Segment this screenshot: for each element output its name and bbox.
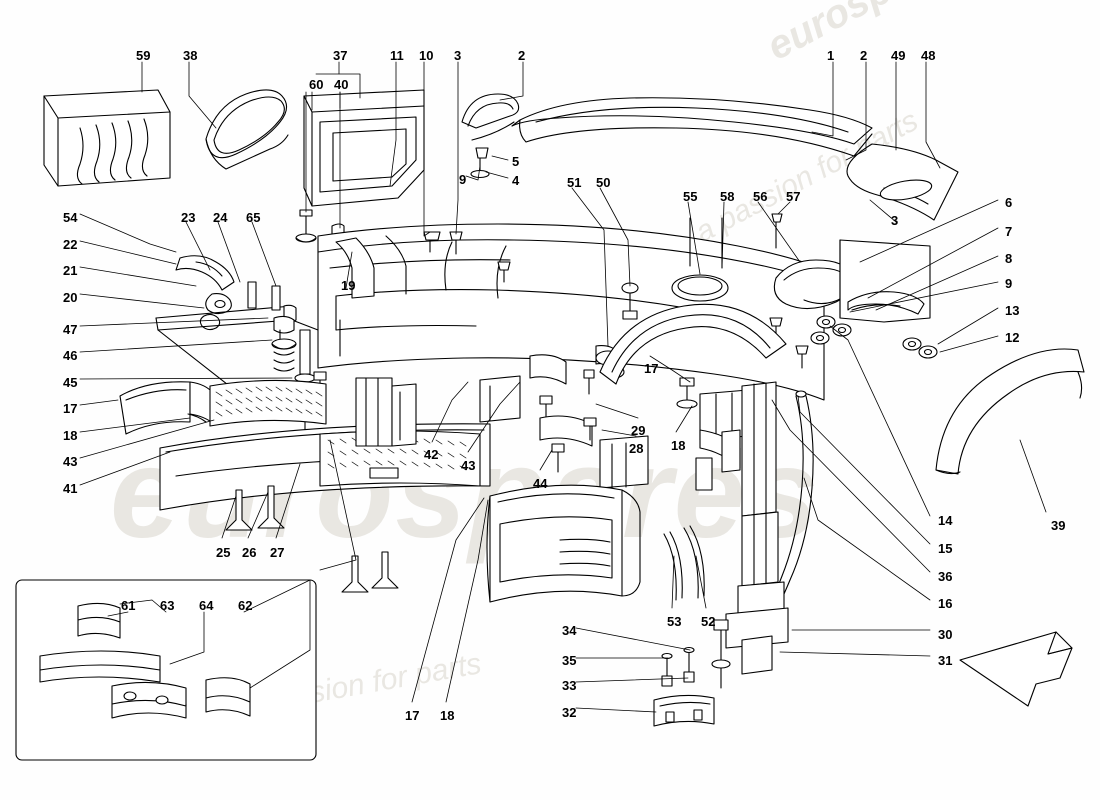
callout-17: 17	[63, 401, 78, 416]
callout-2: 2	[860, 48, 868, 63]
callout-45: 45	[63, 375, 78, 390]
callout-43: 43	[63, 454, 78, 469]
callout-36: 36	[938, 569, 953, 584]
callout-18: 18	[440, 708, 455, 723]
callout-53: 53	[667, 614, 682, 629]
callout-17: 17	[644, 361, 659, 376]
callout-6: 6	[1005, 195, 1013, 210]
callout-31: 31	[938, 653, 953, 668]
callout-1: 1	[827, 48, 835, 63]
callout-49: 49	[891, 48, 906, 63]
callout-60: 60	[309, 77, 324, 92]
callout-55: 55	[683, 189, 698, 204]
callout-58: 58	[720, 189, 735, 204]
callout-51: 51	[567, 175, 582, 190]
callout-18: 18	[63, 428, 78, 443]
callout-32: 32	[562, 705, 577, 720]
callout-47: 47	[63, 322, 78, 337]
callout-11: 11	[390, 48, 404, 63]
callout-10: 10	[419, 48, 434, 63]
callout-28: 28	[629, 441, 644, 456]
callout-13: 13	[1005, 303, 1020, 318]
callout-35: 35	[562, 653, 577, 668]
callout-27: 27	[270, 545, 285, 560]
callout-25: 25	[216, 545, 231, 560]
callout-50: 50	[596, 175, 611, 190]
callout-33: 33	[562, 678, 577, 693]
callout-12: 12	[1005, 330, 1020, 345]
callout-56: 56	[753, 189, 768, 204]
callout-39: 39	[1051, 518, 1066, 533]
callout-5: 5	[512, 154, 520, 169]
callout-20: 20	[63, 290, 78, 305]
callout-38: 38	[183, 48, 198, 63]
callout-18: 18	[671, 438, 686, 453]
callout-7: 7	[1005, 224, 1013, 239]
callout-61: 61	[121, 598, 136, 613]
callout-48: 48	[921, 48, 936, 63]
callout-3: 3	[454, 48, 462, 63]
callout-37: 37	[333, 48, 348, 63]
callout-63: 63	[160, 598, 175, 613]
callout-40: 40	[334, 77, 349, 92]
callout-59: 59	[136, 48, 151, 63]
callout-19: 19	[341, 278, 356, 293]
callout-65: 65	[246, 210, 261, 225]
callout-3: 3	[891, 213, 899, 228]
callout-62: 62	[238, 598, 253, 613]
callout-41: 41	[63, 481, 78, 496]
callout-30: 30	[938, 627, 953, 642]
callout-9: 9	[459, 172, 467, 187]
callout-54: 54	[63, 210, 78, 225]
callout-42: 42	[424, 447, 439, 462]
callout-46: 46	[63, 348, 78, 363]
callout-9: 9	[1005, 276, 1013, 291]
callout-26: 26	[242, 545, 257, 560]
callout-23: 23	[181, 210, 196, 225]
callout-64: 64	[199, 598, 214, 613]
callout-29: 29	[631, 423, 646, 438]
callout-17: 17	[405, 708, 420, 723]
callout-8: 8	[1005, 251, 1013, 266]
callout-21: 21	[63, 263, 78, 278]
callout-44: 44	[533, 476, 548, 491]
callout-4: 4	[512, 173, 520, 188]
callout-2: 2	[518, 48, 526, 63]
callout-34: 34	[562, 623, 577, 638]
callout-52: 52	[701, 614, 716, 629]
callout-16: 16	[938, 596, 953, 611]
callout-22: 22	[63, 237, 78, 252]
callout-57: 57	[786, 189, 801, 204]
callout-43: 43	[461, 458, 476, 473]
callout-15: 15	[938, 541, 953, 556]
callout-24: 24	[213, 210, 228, 225]
callout-14: 14	[938, 513, 953, 528]
